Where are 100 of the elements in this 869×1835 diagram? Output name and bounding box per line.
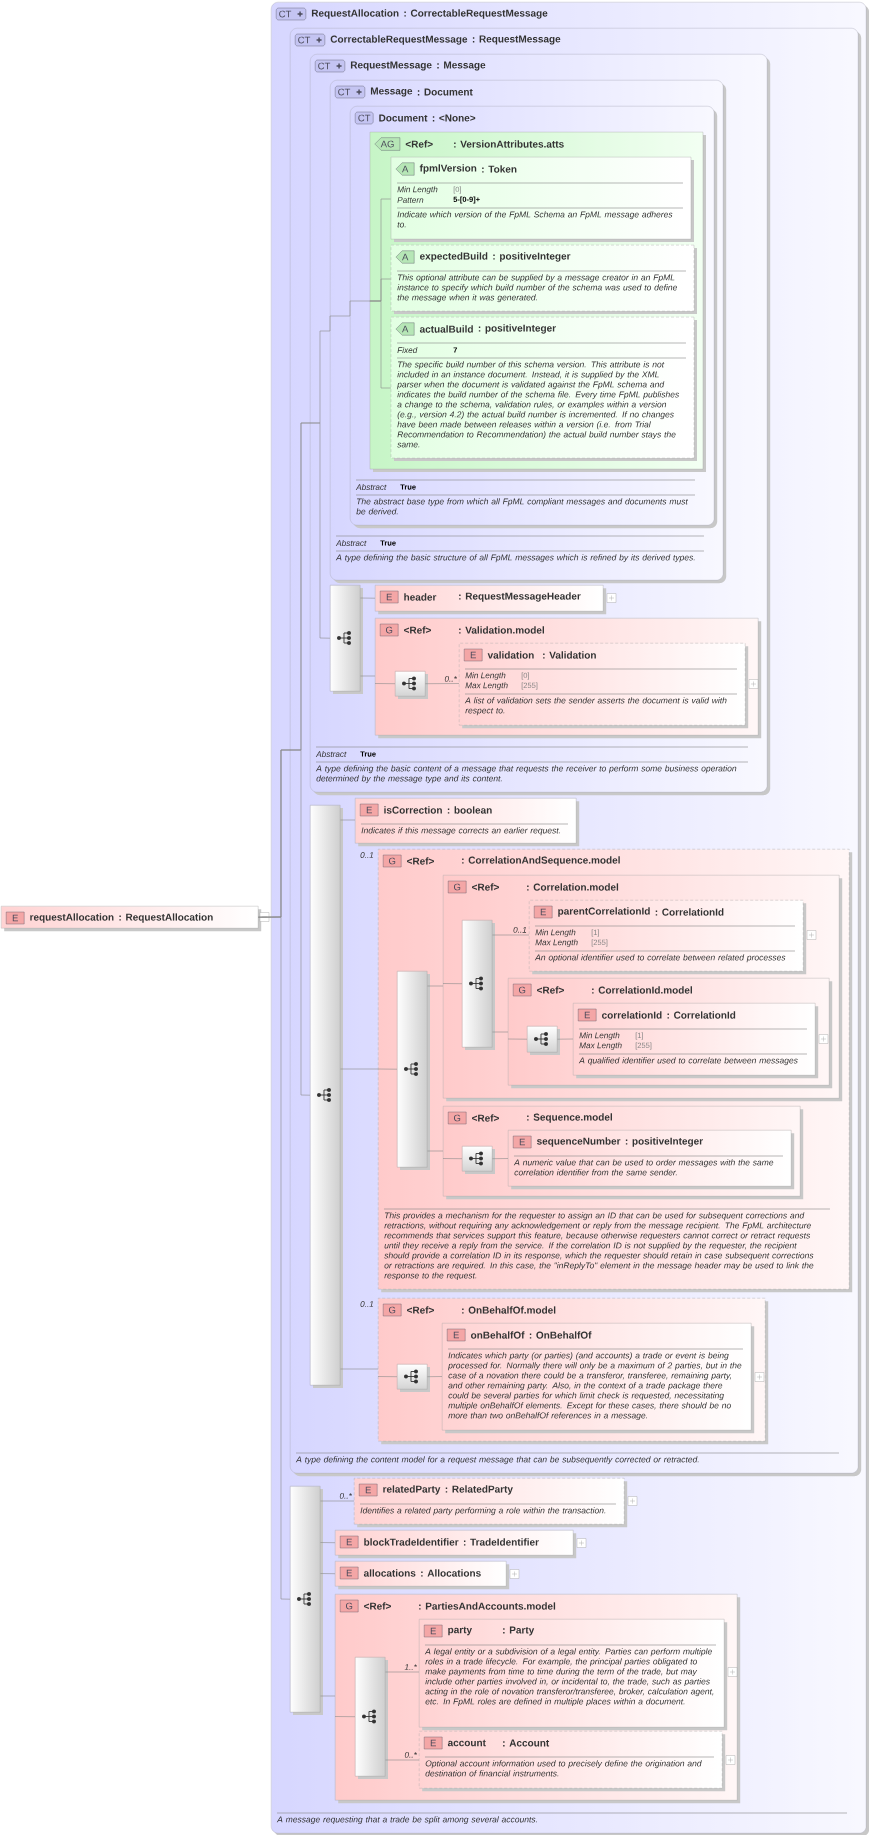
description-text: Optional account information used to precisely define the origination and destination of financial instruments.	[425, 1760, 702, 1777]
badge: A	[396, 162, 415, 176]
connector-line	[425, 683, 460, 684]
property-label: Max Length	[465, 682, 508, 690]
badge: E	[380, 590, 399, 604]
type-text: : Account	[503, 1739, 550, 1747]
type-text: : positiveInteger	[478, 324, 556, 334]
property-label: Min Length	[465, 672, 506, 680]
badge: G	[448, 1111, 467, 1125]
description-text: This optional attribute can be supplied by a message creator in an FpML instance to specify which build number of the schema was used to define the message when it was generated.	[397, 274, 677, 303]
name-text: allocations	[363, 1569, 416, 1577]
type-text: : Validation	[543, 651, 596, 659]
name-text: Document	[379, 114, 428, 122]
badge: G	[383, 854, 402, 868]
description-text: A list of validation sets the sender asserts the document is valid with respect to.	[464, 697, 727, 716]
badge: E	[6, 911, 25, 925]
badge: E	[340, 1566, 359, 1580]
type-text: : Message	[437, 61, 486, 71]
badge: E	[578, 1008, 597, 1022]
type-text: : Party	[503, 1626, 535, 1636]
badge: E	[360, 803, 379, 817]
type-text: : Sequence.model	[527, 1113, 612, 1123]
badge: E	[513, 1135, 532, 1149]
connector-line	[385, 1759, 420, 1761]
badge: A	[396, 322, 415, 336]
type-text: : RelatedParty	[445, 1485, 513, 1495]
name-text: Message	[370, 87, 413, 97]
type-text: : Token	[482, 165, 517, 173]
property-label: Fixed	[397, 347, 418, 353]
property-label: Abstract	[355, 484, 387, 490]
name-text: header	[404, 593, 437, 601]
badge: CT	[295, 33, 326, 47]
name-text: expectedBuild	[420, 252, 488, 262]
sequence-icon-box	[397, 1364, 430, 1392]
connector-line	[492, 934, 530, 936]
badge: CT	[335, 85, 366, 99]
sequence-bar	[330, 585, 363, 694]
multiplicity-label: 0..1	[360, 852, 374, 858]
type-text: : CorrelationId.model	[592, 986, 692, 994]
name-text: <Ref>	[407, 1306, 434, 1314]
description-text: A type defining the basic content of a message that requests the receiver to perform some business operation determined by the message type and its content.	[315, 765, 737, 784]
badge: G	[513, 983, 532, 997]
description-text: Identifies a related party performing a role within the transaction.	[360, 1507, 606, 1516]
description-text: The specific build number of this schema version. This attribute is not included in an instance document. Instead, it is supplied by the XML parser when the document is validated against the FpML schema and indicates the build number of the schema file. Every time FpML publishes a change to the schema, validation rules, or examples within a version (e.g., version 4.2) the actual build number is incremented. If no changes have been made between releases within a version (i.e. from Trial Recommendation to Recommendation) the actual build number stays the same.	[397, 361, 679, 448]
connector-line	[320, 1542, 336, 1543]
element-box	[1, 906, 262, 932]
badge: CT	[276, 7, 307, 21]
badge: G	[383, 1303, 402, 1317]
connector-line	[340, 819, 356, 821]
type-text: : RequestMessage	[472, 35, 561, 45]
badge: E	[359, 1483, 378, 1497]
name-text: CorrectableRequestMessage	[330, 35, 468, 45]
element-box	[355, 798, 580, 847]
type-text: : PartiesAndAccounts.model	[419, 1602, 556, 1610]
element-box	[419, 1731, 726, 1792]
property-label: Pattern	[397, 197, 424, 203]
name-text: <Ref>	[407, 857, 434, 865]
name-text: isCorrection	[384, 806, 442, 814]
type-text: : RequestMessageHeader	[459, 592, 581, 602]
description-text: Indicates if this message corrects an earlier request.	[361, 827, 560, 836]
name-text: <Ref>	[364, 1602, 391, 1610]
type-text: : Correlation.model	[527, 883, 619, 891]
connector-line	[427, 1150, 444, 1152]
connector-line	[442, 1158, 463, 1159]
element-box	[529, 900, 807, 975]
multiplicity-label: 1..*	[404, 1664, 418, 1670]
name-text: RequestMessage	[350, 61, 432, 71]
badge: E	[534, 905, 553, 919]
property-label: Max Length	[535, 939, 578, 947]
name-text: <Ref>	[472, 1114, 499, 1122]
name-text: <Ref>	[404, 626, 431, 634]
description-text: A qualified identifier used to correlate between messages	[578, 1057, 798, 1066]
type-text: : CorrelationId	[655, 908, 724, 916]
element-box	[573, 1003, 819, 1079]
element-box	[335, 1530, 577, 1559]
type-text: : CorrectableRequestMessage	[404, 9, 548, 19]
sequence-bar	[397, 971, 430, 1170]
name-text: actualBuild	[419, 325, 473, 333]
type-text: : positiveInteger	[493, 252, 571, 262]
name-text: relatedParty	[383, 1485, 441, 1495]
connector-line	[340, 1068, 379, 1070]
connector-line	[340, 1368, 379, 1370]
type-text: : Allocations	[421, 1569, 481, 1577]
name-text: <Ref>	[405, 140, 433, 148]
description-text: A message requesting that a trade be split among several accounts.	[276, 1816, 537, 1825]
multiplicity-label: 0..*	[444, 676, 458, 682]
description-text: A legal entity or a subdivision of a legal entity. Parties can perform multiple roles in a trade lifecycle. For example, the principal parties obligated to make payments from time to time during the term of the trade, but may include other parties involved in, or incidental to, the trade, such as parties acting in the role of novation transferor/transferee, broker, calculation agent, etc. In FpML roles are defined in multiple places within a document.	[424, 1648, 714, 1707]
connector-line	[369, 300, 392, 389]
name-text: account	[447, 1739, 486, 1747]
multiplicity-label: 0..1	[360, 1301, 374, 1307]
sequence-bar	[310, 805, 343, 1388]
description-text: Indicates which party (or parties) (and accounts) a trade or event is being processed for. Normally there will only be a maximum of 2 parties, but in the case of a novation there could be a transferor, transferee, remaining party, and other remaining party. Also, in the context of a trade package there could be several parties for which limit check is requested, necessitating multiple onBehalfOf elements. Except for these cases, there should be no more than two onBehalfOf references in a message.	[448, 1352, 742, 1421]
badge: E	[340, 1535, 359, 1549]
connector-line	[360, 675, 376, 677]
name-text: <Ref>	[472, 883, 499, 891]
connector-line	[334, 1716, 356, 1717]
description-text: Indicate which version of the FpML Schema an FpML message adheres to.	[397, 211, 673, 228]
name-text: sequenceNumber	[536, 1137, 621, 1147]
badge: E	[424, 1736, 443, 1750]
property-label: Min Length	[579, 1032, 620, 1040]
